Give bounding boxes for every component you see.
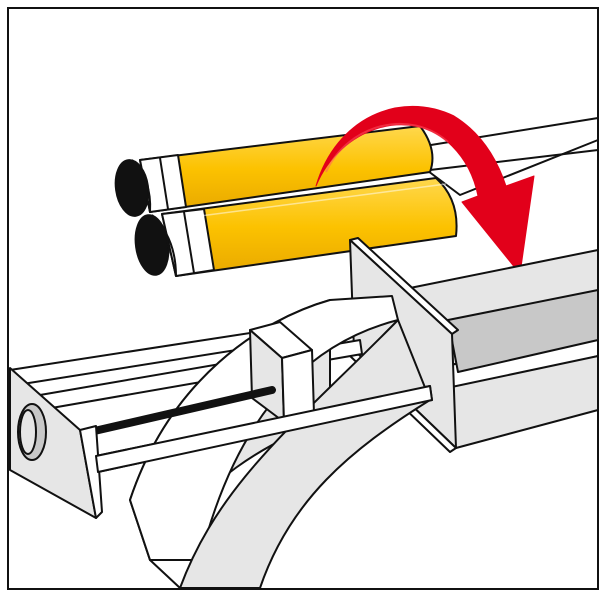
rotate-arrow-icon (315, 105, 535, 275)
drive-shaft (86, 386, 276, 436)
slider-block (249, 321, 315, 423)
front-rail (95, 385, 433, 473)
upper-guide-rail (399, 117, 599, 196)
lower-roll (134, 177, 458, 277)
left-end-plate (9, 367, 103, 519)
upper-roll (114, 125, 434, 217)
